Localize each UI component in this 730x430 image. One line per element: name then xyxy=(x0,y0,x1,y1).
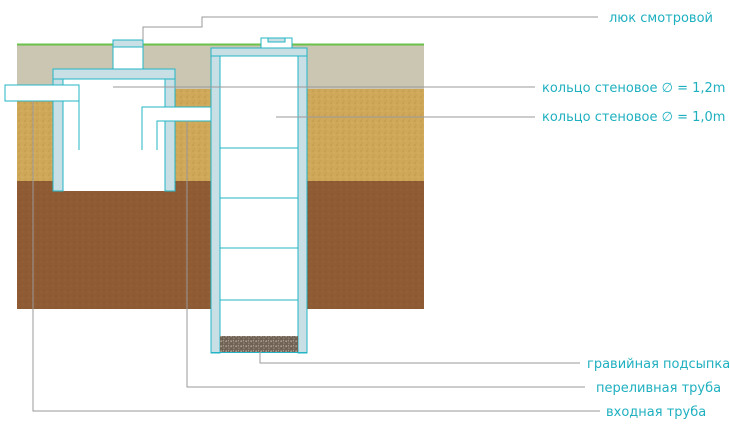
well-wall-left xyxy=(210,47,221,354)
inlet-pipe xyxy=(4,84,80,150)
tank-wall-right xyxy=(164,78,176,192)
label-overflow: переливная труба xyxy=(596,381,721,396)
well-wall-right xyxy=(297,47,308,354)
inspection-well xyxy=(210,37,308,354)
label-ring-10: кольцо стеновое ∅ = 1,0m xyxy=(542,110,725,125)
leader-gravel xyxy=(259,352,580,364)
tank-cover xyxy=(52,68,176,80)
label-manhole: люк смотровой xyxy=(609,11,713,26)
leader-inlet xyxy=(32,101,600,412)
gravel-fill xyxy=(220,336,298,352)
leader-overflow xyxy=(186,121,585,388)
well-top-ring xyxy=(210,47,308,57)
leader-lines xyxy=(32,16,600,412)
label-gravel: гравийная подсыпка xyxy=(587,357,730,372)
leader-manhole xyxy=(142,16,598,40)
label-inlet: входная труба xyxy=(606,405,706,420)
label-ring-12: кольцо стеновое ∅ = 1,2m xyxy=(542,81,725,96)
